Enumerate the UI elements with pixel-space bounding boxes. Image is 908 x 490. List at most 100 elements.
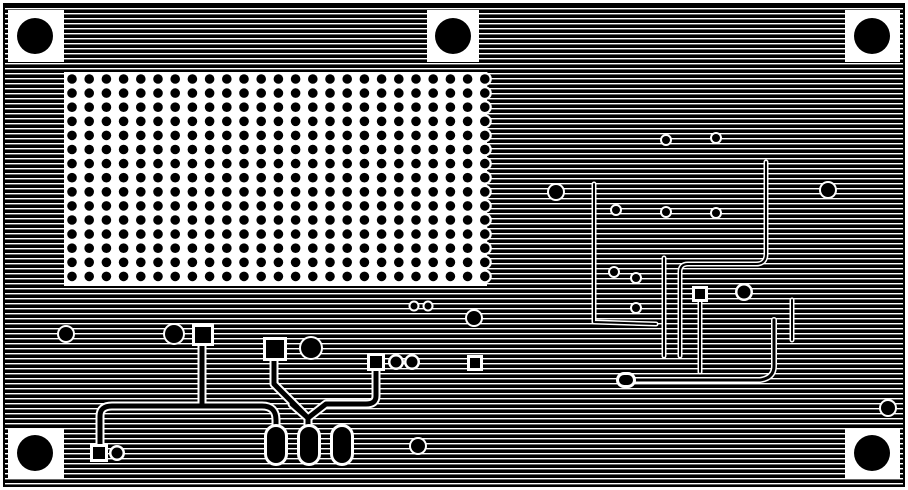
via-hole <box>67 144 77 155</box>
via-hole <box>290 158 301 169</box>
via-hole <box>359 74 370 84</box>
via-hole <box>462 243 473 253</box>
via-hole <box>67 88 77 98</box>
via-hole <box>170 130 180 141</box>
via-hole <box>411 172 421 183</box>
via-hole <box>187 130 198 141</box>
via-hole <box>428 102 439 112</box>
via-hole <box>445 257 456 268</box>
via-hole <box>662 136 670 144</box>
via-hole <box>84 257 94 268</box>
via-hole <box>170 215 180 225</box>
via-hole <box>256 102 267 112</box>
via-hole <box>308 102 318 112</box>
via-hole <box>342 88 353 98</box>
via-hole <box>308 257 318 268</box>
via-hole <box>359 243 370 253</box>
via-hole <box>204 102 215 112</box>
via-hole <box>273 187 284 197</box>
via-hole <box>376 158 387 169</box>
via-hole <box>136 271 146 282</box>
via-hole <box>308 158 318 169</box>
via-hole <box>712 134 720 142</box>
via-hole <box>222 215 232 225</box>
via-hole <box>411 215 421 225</box>
via-hole <box>610 268 618 276</box>
via-hole <box>325 116 335 127</box>
via-hole <box>410 302 418 310</box>
via-hole <box>445 88 456 98</box>
via-hole <box>359 172 370 183</box>
via-hole <box>187 116 198 127</box>
via-hole <box>273 88 284 98</box>
via-hole <box>256 130 267 141</box>
via-hole <box>462 187 473 197</box>
component-pads <box>90 283 753 466</box>
via-hole <box>222 229 232 239</box>
via-hole <box>239 187 249 197</box>
via-hole <box>136 144 146 155</box>
via-hole <box>67 201 77 211</box>
via-hole <box>273 243 284 253</box>
via-hole <box>480 74 490 84</box>
via-hole <box>376 74 387 84</box>
via-hole <box>290 229 301 239</box>
via-hole <box>342 102 353 112</box>
mounting-hole-bottom-right <box>845 428 900 478</box>
pad-right-oval <box>616 372 636 388</box>
via-hole <box>411 158 421 169</box>
via-hole <box>273 158 284 169</box>
via-hole <box>290 130 301 141</box>
via-hole <box>256 271 267 282</box>
via-hole <box>153 158 163 169</box>
mounting-hole-top-left <box>8 10 64 62</box>
via-hole <box>290 116 301 127</box>
via-hole <box>256 243 267 253</box>
via-hole <box>204 229 215 239</box>
via-hole <box>239 130 249 141</box>
via-hole <box>462 116 473 127</box>
via-hole <box>256 257 267 268</box>
via-hole <box>118 116 129 127</box>
via-hole <box>136 172 146 183</box>
via-hole <box>239 88 249 98</box>
via-hole <box>84 144 94 155</box>
via-hole <box>204 88 215 98</box>
via-hole <box>462 144 473 155</box>
via-hole <box>342 201 353 211</box>
via-hole <box>136 201 146 211</box>
via-hole <box>256 215 267 225</box>
via-hole <box>308 243 318 253</box>
via-hole <box>411 257 421 268</box>
via-hole <box>359 130 370 141</box>
via-hole <box>428 88 439 98</box>
via-hole <box>308 229 318 239</box>
via-hole <box>84 172 94 183</box>
via-hole <box>187 102 198 112</box>
via-hole <box>187 215 198 225</box>
via-hole <box>101 201 112 211</box>
via-hole <box>273 130 284 141</box>
via-hole <box>445 144 456 155</box>
via-hole <box>222 187 232 197</box>
via-hole <box>204 172 215 183</box>
trace-right-a-core <box>593 183 657 325</box>
via-hole <box>101 215 112 225</box>
via-hole <box>67 130 77 141</box>
via-hole <box>411 187 421 197</box>
via-hole <box>204 201 215 211</box>
via-hole <box>204 187 215 197</box>
via-hole <box>462 201 473 211</box>
via-hole <box>170 74 180 84</box>
via-hole <box>359 215 370 225</box>
via-hole <box>428 257 439 268</box>
via-hole <box>376 215 387 225</box>
via-hole <box>118 74 129 84</box>
via-hole <box>273 271 284 282</box>
via-hole <box>359 88 370 98</box>
via-hole <box>153 215 163 225</box>
via-hole <box>308 130 318 141</box>
mounting-hole-top-center <box>427 10 479 62</box>
via-hole <box>136 158 146 169</box>
connector-j1 <box>163 323 214 346</box>
